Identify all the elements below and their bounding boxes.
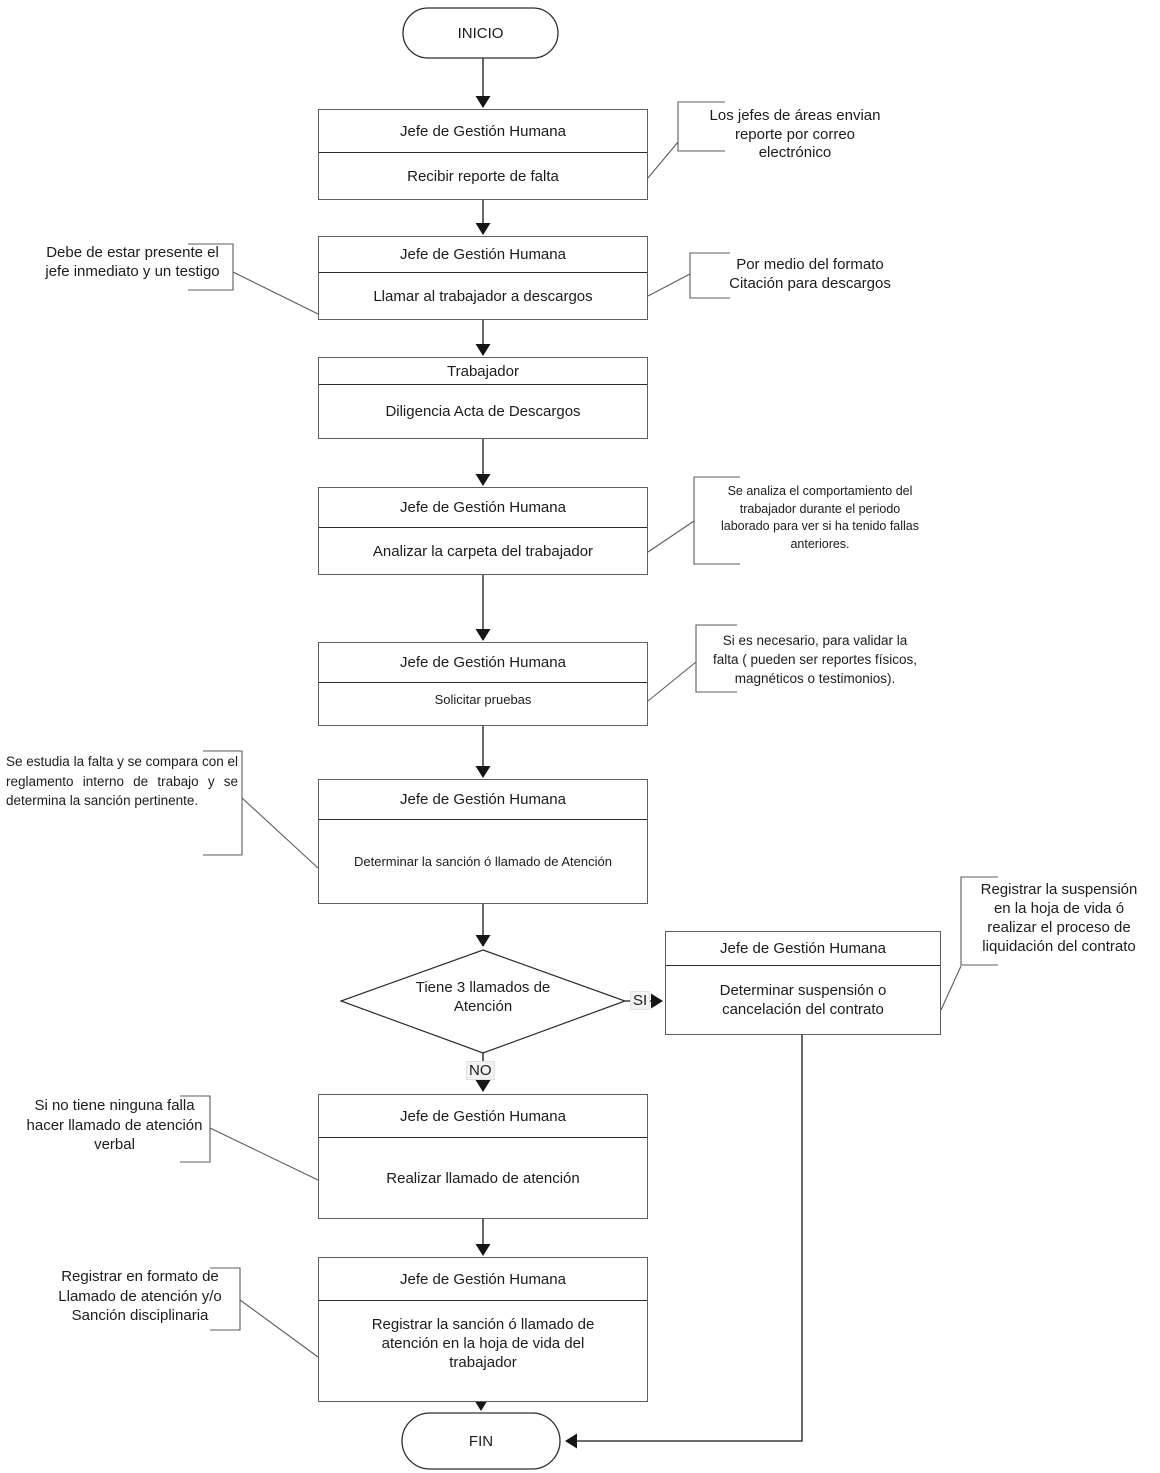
process-box-action: Diligencia Acta de Descargos [385,403,581,420]
decision-label: Tiene 3 llamados de Atención [415,979,551,1015]
process-box-action: Llamar al trabajador a descargos [373,287,593,305]
process-box-determinar-sancion: Jefe de Gestión Humana Determinar la san… [318,779,648,904]
note-formato-llamado: Registrar en formato de Llamado de atenc… [58,1268,222,1324]
start-terminal-label: INICIO [457,24,504,42]
end-terminal-shape [401,1412,561,1470]
process-box-action: Determinar la sanción ó llamado de Atenc… [354,854,612,869]
branch-label-yes: SI [630,991,651,1010]
process-box-solicitar-pruebas: Jefe de Gestión Humana Solicitar pruebas [318,642,648,726]
note-llamado-verbal: Si no tiene ninguna falla hacer llamado … [26,1097,203,1153]
process-box-realizar-llamado: Jefe de Gestión Humana Realizar llamado … [318,1094,648,1219]
note-registrar-suspension: Registrar la suspensión en la hoja de vi… [980,881,1138,955]
end-terminal-label: FIN [468,1432,494,1450]
process-box-action: Recibir reporte de falta [407,167,559,185]
process-box-role: Jefe de Gestión Humana [319,643,647,683]
process-box-role: Jefe de Gestión Humana [319,110,647,153]
process-box-role: Jefe de Gestión Humana [666,932,940,966]
process-box-diligencia-acta: Trabajador Diligencia Acta de Descargos [318,357,648,439]
process-box-role: Jefe de Gestión Humana [319,237,647,273]
note-validar-falta: Si es necesario, para validar la falta (… [712,633,918,686]
process-box-action: Realizar llamado de atención [386,1169,580,1187]
process-box-action: Solicitar pruebas [434,692,532,707]
process-box-role: Jefe de Gestión Humana [319,488,647,528]
process-box-action: Registrar la sanción ó llamado de atenci… [371,1315,595,1371]
note-reglamento-interno: Se estudia la falta y se compara con el … [6,754,238,808]
process-box-role: Jefe de Gestión Humana [319,780,647,820]
process-box-llamar-descargos: Jefe de Gestión Humana Llamar al trabaja… [318,236,648,320]
process-box-action: Analizar la carpeta del trabajador [372,542,594,560]
note-analiza-comportamiento: Se analiza el comportamiento del trabaja… [720,484,920,551]
process-box-recibir-reporte: Jefe de Gestión Humana Recibir reporte d… [318,109,648,200]
note-formato-citacion: Por medio del formato Citación para desc… [729,256,891,292]
process-box-suspension-contrato: Jefe de Gestión Humana Determinar suspen… [665,931,941,1035]
start-terminal-shape [402,7,559,59]
flow-arrows [473,58,803,1449]
note-reporte-correo: Los jefes de áreas envian reporte por co… [709,107,881,161]
process-box-analizar-carpeta: Jefe de Gestión Humana Analizar la carpe… [318,487,648,575]
note-jefe-testigo: Debe de estar presente el jefe inmediato… [45,244,220,280]
process-box-role: Jefe de Gestión Humana [319,1258,647,1301]
process-box-action: Determinar suspensión o cancelación del … [719,982,887,1018]
process-box-registrar-sancion: Jefe de Gestión Humana Registrar la sanc… [318,1257,648,1402]
branch-label-no: NO [466,1061,495,1080]
note-brackets [180,101,998,1358]
process-box-role: Trabajador [319,358,647,385]
process-box-role: Jefe de Gestión Humana [319,1095,647,1138]
